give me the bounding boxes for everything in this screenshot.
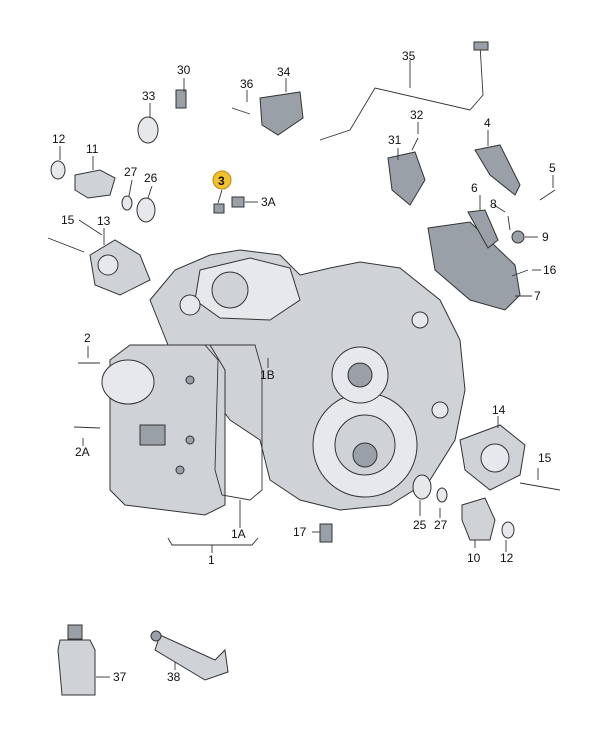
label-11: 11 <box>86 142 99 156</box>
seal-ring-12-left <box>50 160 66 180</box>
label-26: 26 <box>144 171 158 185</box>
label-1a: 1A <box>231 527 246 541</box>
label-27-left: 27 <box>124 165 138 179</box>
label-38: 38 <box>167 670 181 684</box>
label-34: 34 <box>277 65 291 79</box>
bolt-2a <box>73 426 101 429</box>
label-1: 1 <box>208 553 215 567</box>
label-36: 36 <box>240 77 254 91</box>
label-37: 37 <box>113 670 127 684</box>
bracket-6 <box>467 209 499 249</box>
shaft-seal-33 <box>137 116 159 144</box>
label-35: 35 <box>402 49 416 63</box>
gasket <box>204 344 263 501</box>
ring-27-right <box>436 487 448 503</box>
pipe-cap <box>473 41 489 51</box>
label-33: 33 <box>142 89 156 103</box>
label-10: 10 <box>467 551 481 565</box>
label-15-left: 15 <box>61 213 75 227</box>
bolt-32 <box>411 137 419 151</box>
label-14: 14 <box>492 403 506 417</box>
transmission-housing <box>149 249 466 511</box>
label-6: 6 <box>471 181 478 195</box>
label-17: 17 <box>293 525 307 539</box>
highlight-marker-3 <box>212 170 232 190</box>
bolt-15-right <box>519 482 561 491</box>
pipe-35 <box>319 44 484 141</box>
bracket-34 <box>259 91 304 136</box>
drive-flange-right <box>459 424 526 491</box>
label-13: 13 <box>97 214 111 228</box>
flange-shaft-right <box>461 497 496 541</box>
bolt-15-left <box>47 237 85 253</box>
label-3a: 3A <box>261 195 276 209</box>
label-15-right: 15 <box>538 451 552 465</box>
mechatronic-unit <box>101 344 226 516</box>
label-2: 2 <box>84 331 91 345</box>
cover-plate <box>427 221 521 311</box>
bracket-30 <box>175 89 187 109</box>
label-25: 25 <box>413 518 427 532</box>
label-27-right: 27 <box>434 518 448 532</box>
bolt-8 <box>507 215 511 231</box>
label-1b: 1B <box>260 368 275 382</box>
bracket-31 <box>387 151 426 206</box>
drain-plug-17 <box>319 523 333 543</box>
leader-lines <box>59 60 554 678</box>
flange-shaft-left <box>74 169 116 199</box>
label-2a: 2A <box>75 445 90 459</box>
label-8: 8 <box>490 197 497 211</box>
drive-flange-left <box>89 239 151 296</box>
label-16: 16 <box>543 263 557 277</box>
label-3: 3 <box>218 174 225 188</box>
label-9: 9 <box>542 230 549 244</box>
shaft-seal-25 <box>412 474 432 500</box>
shaft-seal-26 <box>136 197 156 223</box>
bracket-4 <box>474 144 521 196</box>
bolt-16 <box>511 269 529 277</box>
sealant-tube <box>150 630 229 681</box>
label-4: 4 <box>484 116 491 130</box>
part-labels: 30 33 36 34 35 32 31 4 5 6 8 9 16 7 12 1… <box>52 49 557 684</box>
plug-3a <box>231 196 245 208</box>
label-31: 31 <box>388 133 402 147</box>
seal-ring-12-right <box>501 521 515 539</box>
label-32: 32 <box>410 108 424 122</box>
bolt-5 <box>539 189 556 201</box>
label-30: 30 <box>177 63 191 77</box>
ring-27-left <box>121 195 133 211</box>
label-5: 5 <box>549 161 556 175</box>
label-12-left: 12 <box>52 132 66 146</box>
bushing-9 <box>511 230 525 244</box>
plug-3 <box>213 203 225 214</box>
oil-bottle <box>57 624 96 696</box>
bolt-36 <box>231 107 251 115</box>
label-12-right: 12 <box>500 551 514 565</box>
label-7: 7 <box>534 289 541 303</box>
